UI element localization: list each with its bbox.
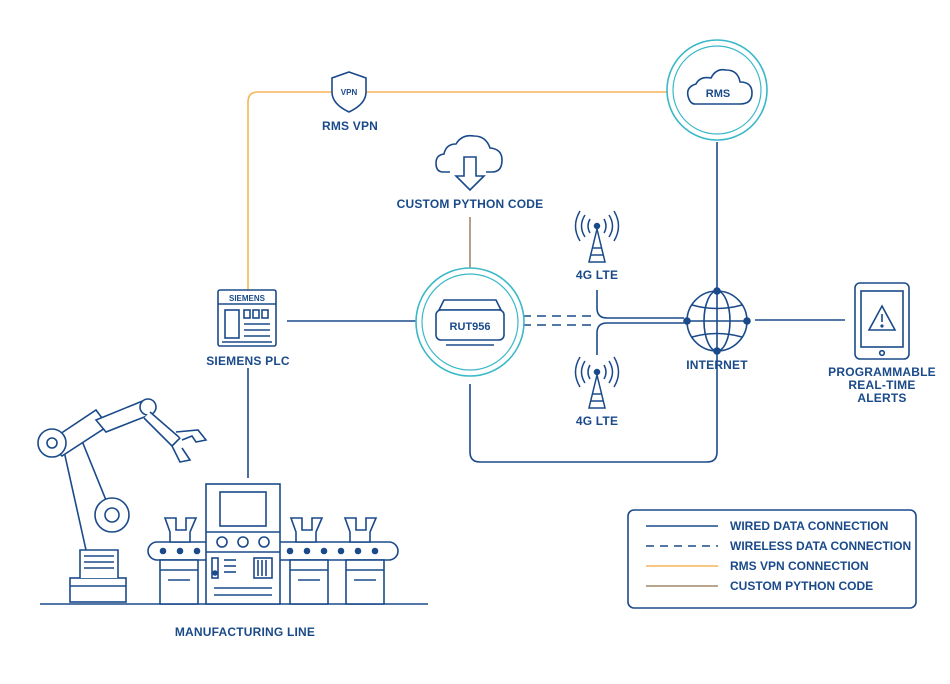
python-cloud-upload-icon: [435, 134, 503, 192]
manufacturing-line-label: MANUFACTURING LINE: [174, 625, 316, 639]
alerts-label: PROGRAMMABLE REAL-TIME ALERTS: [828, 365, 936, 405]
legend: [627, 509, 917, 609]
internet-globe-icon: [683, 287, 751, 355]
siemens-brand-label: SIEMENS: [229, 294, 266, 303]
internet-label: INTERNET: [686, 358, 748, 372]
legend-label-python: CUSTOM PYTHON CODE: [730, 579, 874, 593]
legend-label-wired: WIRED DATA CONNECTION: [730, 519, 889, 533]
lte-tower-bottom-icon: [574, 356, 620, 409]
wireless-connection-lines: [522, 315, 597, 326]
manufacturing-line-icon: [40, 483, 428, 605]
siemens-plc-icon: SIEMENS: [217, 289, 277, 347]
siemens-plc-label: SIEMENS PLC: [206, 354, 290, 368]
router-label: RUT956: [450, 321, 491, 333]
legend-label-vpn: RMS VPN CONNECTION: [730, 559, 869, 573]
lte-tower-top-icon: [574, 210, 620, 263]
custom-python-code-label: CUSTOM PYTHON CODE: [396, 197, 544, 211]
rms-cloud-icon: RMS: [666, 39, 768, 141]
lte-top-label: 4G LTE: [575, 268, 619, 282]
tablet-alert-icon: [854, 282, 910, 360]
lte-bottom-label: 4G LTE: [575, 414, 619, 428]
rms-vpn-label: RMS VPN: [321, 119, 379, 133]
robot-arm-icon: [37, 398, 208, 603]
wired-connection-lines: [247, 142, 845, 478]
rut956-router-icon: RUT956: [415, 267, 525, 377]
vpn-connection-line: [247, 91, 668, 290]
legend-label-wireless: WIRELESS DATA CONNECTION: [730, 539, 912, 553]
vpn-badge-label: VPN: [341, 88, 358, 97]
rms-label: RMS: [706, 88, 730, 100]
vpn-shield-icon: VPN: [331, 71, 367, 113]
